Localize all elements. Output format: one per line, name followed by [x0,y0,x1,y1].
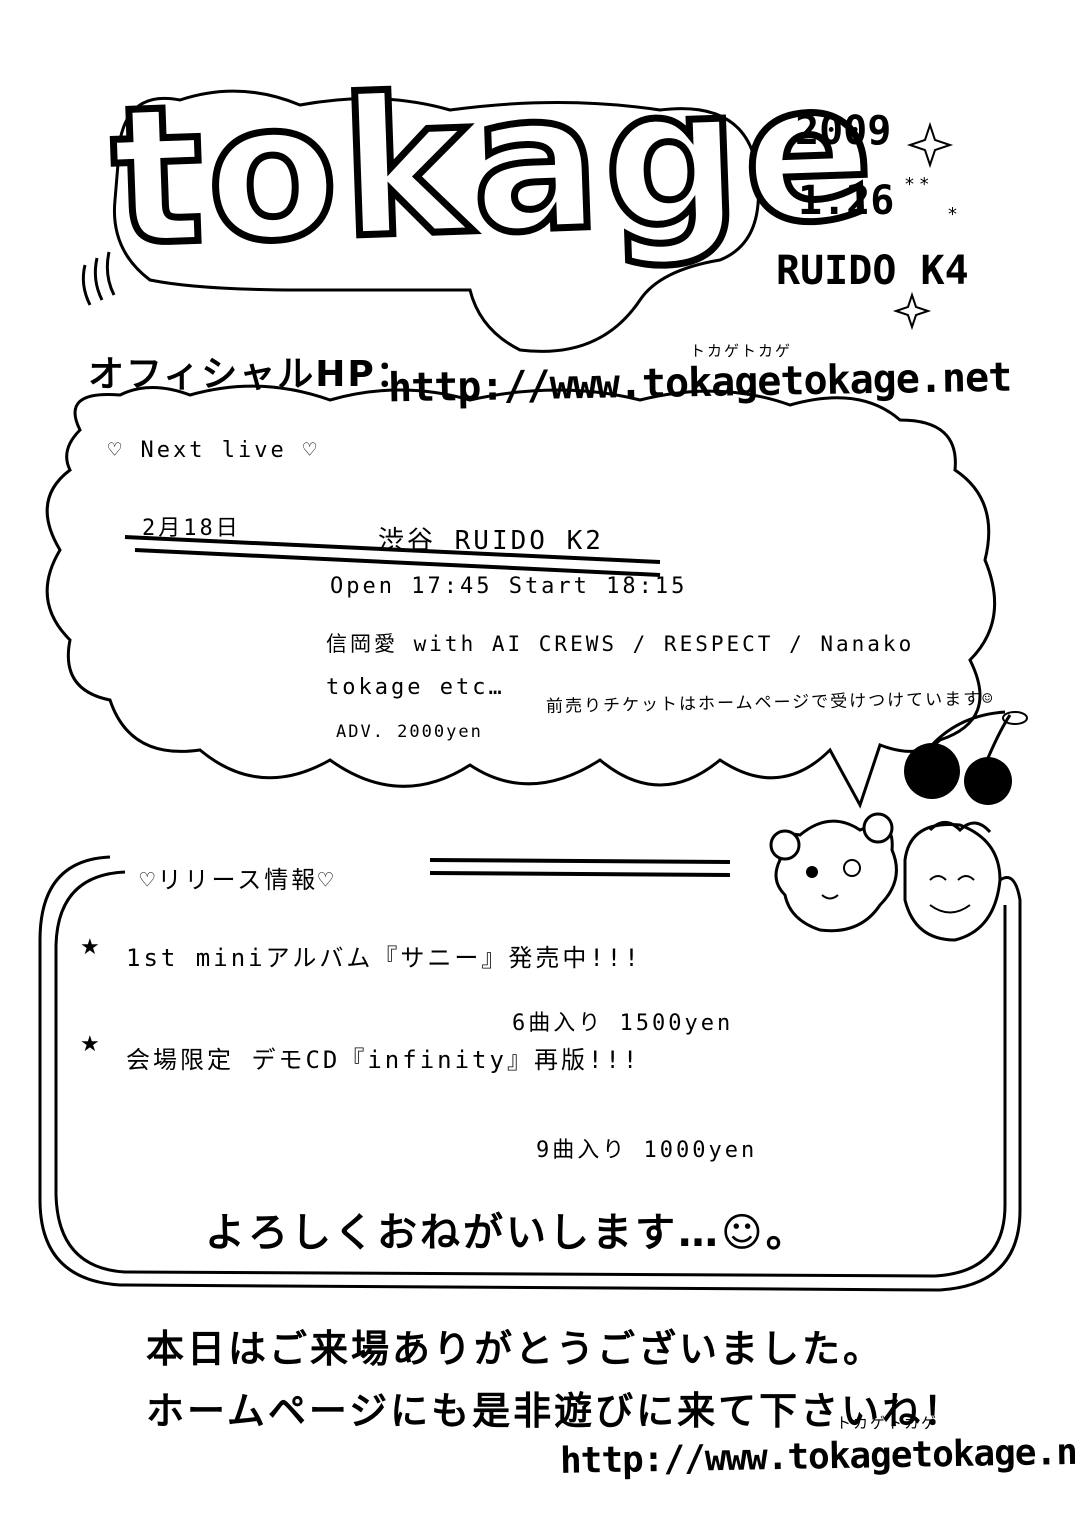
cherry-icon [904,710,1028,805]
release-item-title: 会場限定 デモCD『infinity』再版!!! [126,1046,641,1074]
next-live-heading: ♡ Next live ♡ [108,438,320,463]
star-icon: ★ [80,935,100,960]
invite-message: ホームページにも是非遊びに来て下さいね！ [146,1389,965,1433]
sparkle-icon [906,121,954,169]
next-live-times: Open 17:45 Start 18:15 [330,574,688,599]
panda-icon [769,812,898,933]
event-venue: RUIDO K4 [776,248,969,294]
release-item-title: 1st miniアルバム『サニー』発売中!!! [126,944,642,972]
next-live-lineup: 信岡愛 with AI CREWS / RESPECT / Nanako [326,632,915,656]
release-item-detail: 6曲入り 1500yen [512,1011,734,1036]
logo-outline [112,89,760,353]
event-date: 1.26 [798,178,895,224]
next-live-date: 2月18日 [142,516,241,541]
svg-text:* *: * * [905,174,929,195]
sparkle-icon [892,291,932,331]
next-live-lineup-2: tokage etc… [326,675,505,700]
release-heading: ♡リリース情報♡ [140,866,336,894]
official-hp-ruby: トカゲトカゲ [690,342,793,360]
next-live-price: ADV. 2000yen [336,722,483,742]
release-item-detail: 9曲入り 1000yen [536,1138,758,1163]
svg-text:*: * [948,204,957,225]
closing-greeting: よろしくおねがいします…☺。 [205,1210,809,1256]
footer-url-ruby: トカゲトカゲ [836,1414,939,1432]
next-live-venue: 渋谷 RUIDO K2 [378,526,604,556]
official-hp-label: オフィシャルHP： [88,354,414,395]
face-icon [903,821,1002,942]
thanks-message: 本日はご来場ありがとうございました。 [146,1327,885,1371]
logo: tokage [105,37,884,292]
event-year: 2009 [795,108,892,154]
release-frame [38,855,1022,1292]
speech-cloud [45,384,997,809]
star-icon: ★ [80,1032,100,1057]
